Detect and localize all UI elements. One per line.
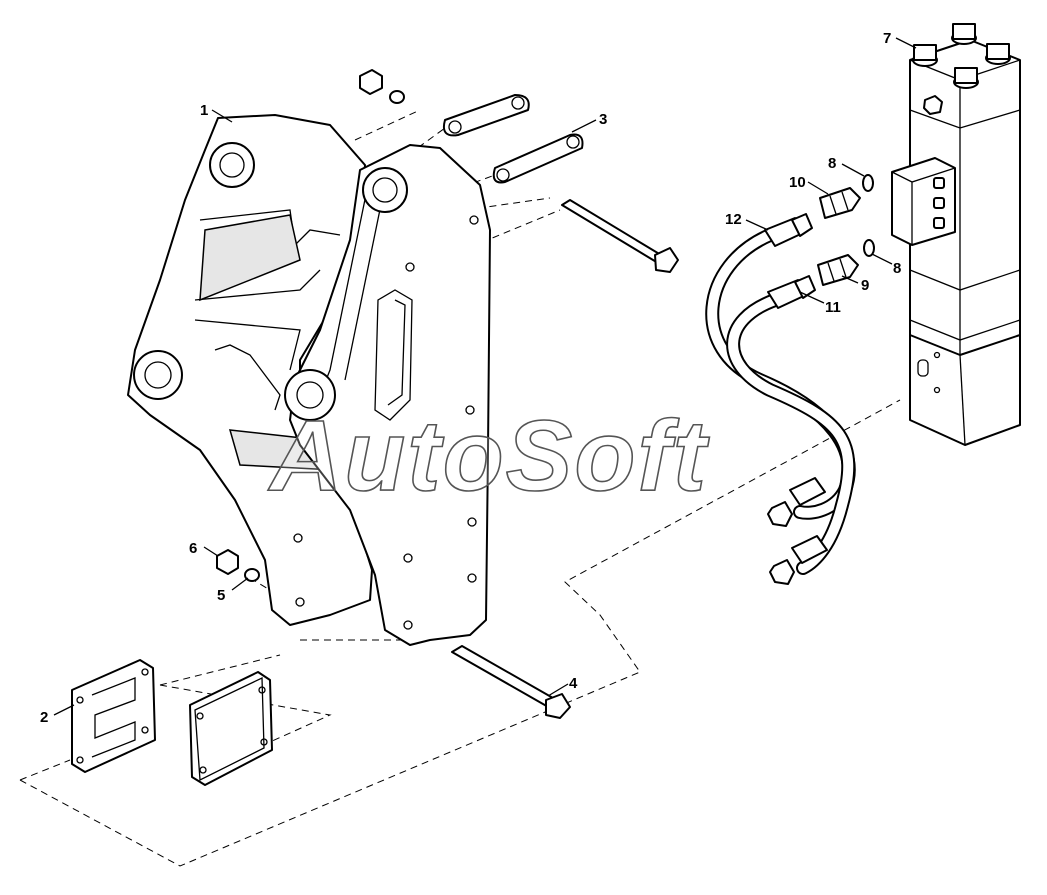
fitting-9 [817,254,859,286]
callout-9: 9 [861,277,869,294]
link-bars [442,94,584,184]
side-plate-left [127,114,373,626]
wear-pad-frame [71,659,156,773]
callout-leaders [53,37,917,716]
callout-3: 3 [599,111,607,128]
bottom-nut-washer [216,549,260,582]
callout-labels: 1 2 3 4 5 6 7 8 8 9 10 11 12 [40,30,901,726]
callout-4: 4 [569,675,578,692]
o-ring-upper [862,174,874,192]
callout-12: 12 [725,211,742,228]
callout-6: 6 [189,540,197,557]
callout-1: 1 [200,102,208,119]
callout-8-lower: 8 [893,260,901,277]
long-bolt-lower [451,645,571,719]
callout-7: 7 [883,30,891,47]
fitting-10 [819,187,861,219]
wear-pad-plate [189,671,273,786]
o-ring-lower [863,239,875,257]
callout-10: 10 [789,174,806,191]
valve-block [891,23,1021,446]
callout-2: 2 [40,709,48,726]
callout-5: 5 [217,587,225,604]
long-bolt-upper [561,199,679,273]
hose-assembly [705,213,856,585]
watermark: AutoSoft [267,400,710,512]
callout-11: 11 [825,299,841,316]
side-plate-right [284,144,491,646]
top-nut-washer [359,69,405,104]
callout-8-upper: 8 [828,155,836,172]
